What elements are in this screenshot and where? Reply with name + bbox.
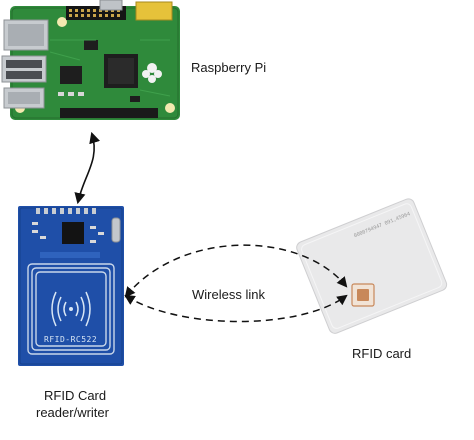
card-chip-icon <box>351 283 375 307</box>
reader-label-line1: RFID Card <box>44 388 106 403</box>
wireless-link-upper-arc <box>124 244 348 298</box>
wireless-link-arrows <box>124 244 348 323</box>
reader-header-pins <box>36 208 96 214</box>
wireless-link-lower-arc <box>124 294 348 323</box>
raspberry-pi-board <box>1 0 180 120</box>
rfid-reader-board: RFID-RC522 <box>18 206 124 366</box>
reader-model-label: RFID-RC522 <box>44 335 97 344</box>
wireless-waves-icon <box>51 291 91 327</box>
wireless-link-label: Wireless link <box>192 287 265 302</box>
raspberry-pi-label: Raspberry Pi <box>191 60 266 75</box>
rfid-card: 0000794947 091,45964 <box>296 198 448 334</box>
raspberry-logo-icon <box>142 63 162 83</box>
pi-reader-connection-arrow <box>74 131 100 205</box>
rfid-card-label: RFID card <box>352 346 411 361</box>
reader-label-line2: reader/writer <box>36 405 110 420</box>
antenna-coil <box>27 263 115 355</box>
